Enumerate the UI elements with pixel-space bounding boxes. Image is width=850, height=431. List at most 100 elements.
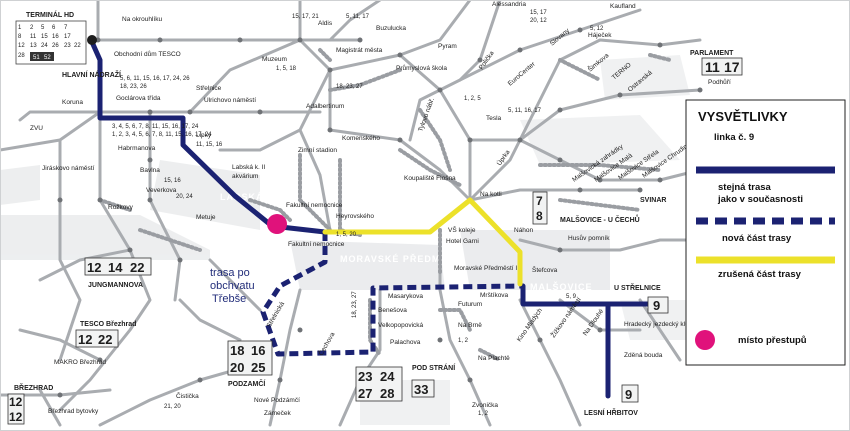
dotted-network [98,48,672,362]
district-bands [0,55,700,425]
zone-terminal-14: 26 [52,43,59,49]
label-na-okrouhliku: Na okrouhlíku [122,16,162,23]
lines-tesla: 5, 11, 16, 17 [508,108,542,114]
label-hlavni-nadrazi: HLAVNÍ NÁDRAŽÍ [62,70,122,79]
zone-brezhrad-1: 12 [9,395,23,409]
label-vs-koleje: VŠ koleje [448,225,476,234]
zone-tesco-1: 12 [78,332,92,347]
route-cancelled-path [322,197,523,287]
label-goclarova: Goclárova třída [116,95,161,102]
zone-jung-2: 14 [108,260,123,275]
label-heyrovskeho: Heyrovského [336,213,374,220]
annotation-line1: trasa po [210,267,250,279]
label-buzulucka: Buzulucka [376,25,406,32]
lines-alessandria: 15, 17 [530,10,547,16]
label-rozkovy: Rožkovy [108,204,134,211]
label-na-kotli: Na kotli [480,191,502,198]
zone-terminal-4: 6 [52,25,56,31]
label-pyram: Pyram [438,43,457,50]
zone-terminal-3: 5 [41,25,45,31]
lines-goc1: 3, 4, 5, 6, 7, 8, 11, 15, 16, 17, 24 [112,124,199,130]
zone-podstrani-2: 24 [380,369,395,384]
label-pod-strani: POD STRÁNÍ [412,363,456,372]
label-futurum: Futurum [458,301,482,308]
label-podzamci: PODZAMČÍ [228,379,266,388]
annotation-line3: Třebše [212,293,246,305]
zone-box-parlament: 11 17 [701,57,743,76]
legend-cancelled: zrušená část trasy [718,269,802,280]
lines-lipky: 11, 15, 16 [196,142,223,148]
label-husuv-pomnik: Husův pomník [568,234,610,242]
label-muzeum: Muzeum [262,56,287,63]
label-velkopopovicka: Velkopopovická [378,322,424,329]
lines-zvonicka: 1, 2 [478,411,489,417]
lines-hajecek: 5, 12 [590,26,604,32]
lines-goc2: 1, 2, 3, 4, 5, 6, 7, 8, 11, 15, 16, 17, … [112,132,212,138]
label-metuje: Metuje [196,214,216,221]
route-same [89,39,653,399]
label-lesni-hrbitov: LESNÍ HŘBITOV [584,408,638,417]
lines-cisticka: 21, 20 [164,404,181,410]
label-svinary: SVINAR [640,197,666,204]
zone-terminal-16: 22 [74,43,81,49]
lines-muzeum: 1, 5, 18 [276,66,297,72]
zone-box-7-8: 7 8 [532,191,548,225]
zone-terminal-5: 7 [64,25,68,31]
zone-box-terminal: 1 2 5 6 7 8 11 15 16 17 12 13 24 26 23 2… [15,20,87,65]
label-hradecky-klub: Hradecký jezdecký klub [624,321,693,328]
label-hajecek: Háječek [588,32,612,39]
zone-brezhrad-2: 12 [9,410,23,424]
zone-terminal-12: 13 [30,43,37,49]
label-palachova: Palachova [390,339,421,346]
label-stefcova: Štefcova [532,265,558,274]
legend-same-2: jako v současnosti [717,194,803,205]
label-zimni-stadion: Zimní stadion [298,147,337,154]
zone-jung-1: 12 [87,260,101,275]
zone-terminal-8: 15 [41,34,48,40]
label-fakultni-nemocnice: Fakultní nemocnice [286,202,343,209]
zone-podzamci-4: 25 [251,360,265,375]
label-jiraskovo: Jiráskovo náměstí [42,165,95,172]
label-nove-podzamci: Nové Podzámčí [254,397,300,404]
zone-terminal-9: 16 [52,34,59,40]
district-labska-kotlina: LABSKÁ KOTLINA [220,192,314,202]
label-brezhrad-bytovky: Březhrad bytovky [48,408,99,415]
stop-dots [57,27,703,398]
zone-terminal-18: 51 [33,55,40,61]
label-parlament: PARLAMENT [690,50,734,57]
route-same-east [520,283,653,307]
terminal-dot [87,35,97,45]
label-na-brne: Na Brně [458,322,482,329]
label-magistrat: Magistrát města [336,47,383,54]
lines-palachova: 1, 2 [458,338,469,344]
label-fakultni-nemocnice-2: Fakultní nemocnice [288,241,345,248]
zone-jung-3: 22 [130,260,144,275]
label-aldis: Aldis [318,20,333,27]
route-cancelled [322,197,523,287]
lines-fak: 1, 5, 20 [336,232,357,238]
zone-terminal-10: 17 [64,34,71,40]
label-adalbertinum: Adalbertinum [306,103,344,110]
label-masarykova: Masarykova [388,293,423,300]
zone-box-pod-strani: 23 24 27 28 33 [355,366,435,402]
label-cisticka: Čistička [176,391,199,400]
lines-fak2: 18, 23, 27 [336,84,363,90]
legend-title: VYSVĚTLIVKY [698,109,788,124]
zone-terminal-19: 52 [44,55,51,61]
zone-parlament-2: 17 [724,59,740,75]
zone-box-brezhrad: 12 12 [7,393,25,425]
lines-tesla2: 1, 2, 5 [464,96,481,102]
district-moravske-predmesti: MORAVSKÉ PŘEDMĚSTÍ [340,253,464,264]
label-moravske-predmesti-i: Moravské Předměstí I [454,265,517,272]
zone-box-lesni-hrbitov: 9 [621,384,639,403]
zone-podzamci-2: 16 [251,343,265,358]
legend: VYSVĚTLIVKY linka č. 9 stejná trasa jako… [685,99,846,366]
lines-hv2: 18, 23, 26 [120,84,147,90]
label-akvarium: akvárium [232,173,258,180]
zone-8: 8 [536,209,543,223]
zone-u-strelnice-9: 9 [653,298,660,313]
lines-bavlna: 15, 16 [164,178,181,184]
legend-new: nová část trasy [722,233,792,244]
label-zvu: ZVU [30,125,43,132]
label-koupaliste: Koupaliště Flošna [404,175,456,182]
